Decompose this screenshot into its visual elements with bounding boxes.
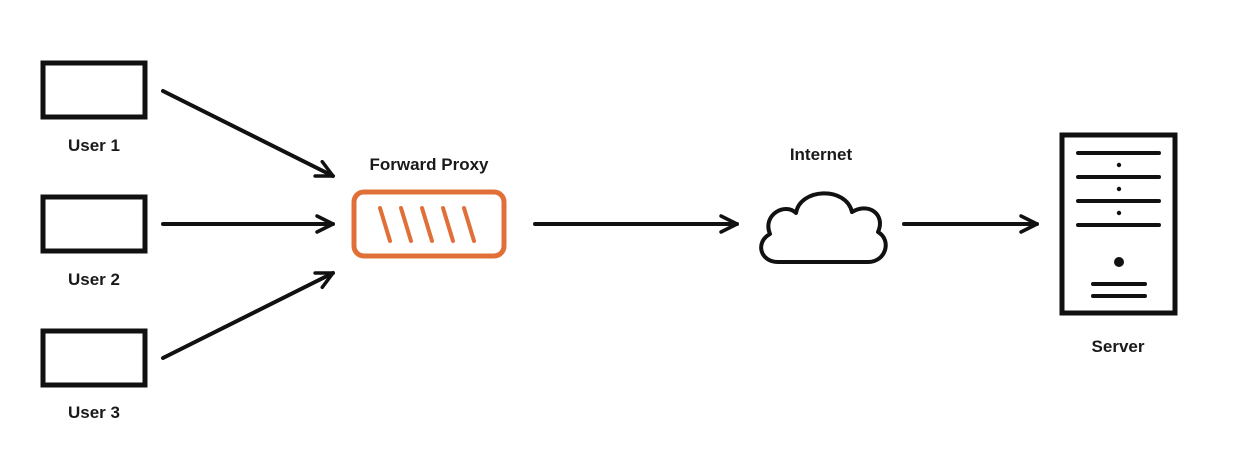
user-1-label: User 1: [68, 136, 120, 155]
server-node: Server: [1059, 132, 1178, 356]
user-2-node: User 2: [40, 194, 148, 289]
cloud-icon: [759, 191, 888, 264]
user-3-node: User 3: [40, 328, 148, 422]
user-1-node: User 1: [40, 60, 148, 155]
proxy-firewall-icon: [351, 189, 507, 259]
user-3-label: User 3: [68, 403, 120, 422]
arrow-user3-to-proxy: [161, 271, 335, 360]
monitor-icon: [40, 194, 148, 254]
forward-proxy-label: Forward Proxy: [369, 155, 489, 174]
internet-label: Internet: [790, 145, 853, 164]
server-label: Server: [1092, 337, 1145, 356]
server-tower-icon: [1059, 132, 1178, 316]
internet-node: Internet: [759, 145, 888, 264]
monitor-icon: [40, 328, 148, 388]
arrow-user1-to-proxy: [161, 89, 335, 178]
forward-proxy-node: Forward Proxy: [351, 155, 507, 259]
monitor-icon: [40, 60, 148, 120]
user-2-label: User 2: [68, 270, 120, 289]
